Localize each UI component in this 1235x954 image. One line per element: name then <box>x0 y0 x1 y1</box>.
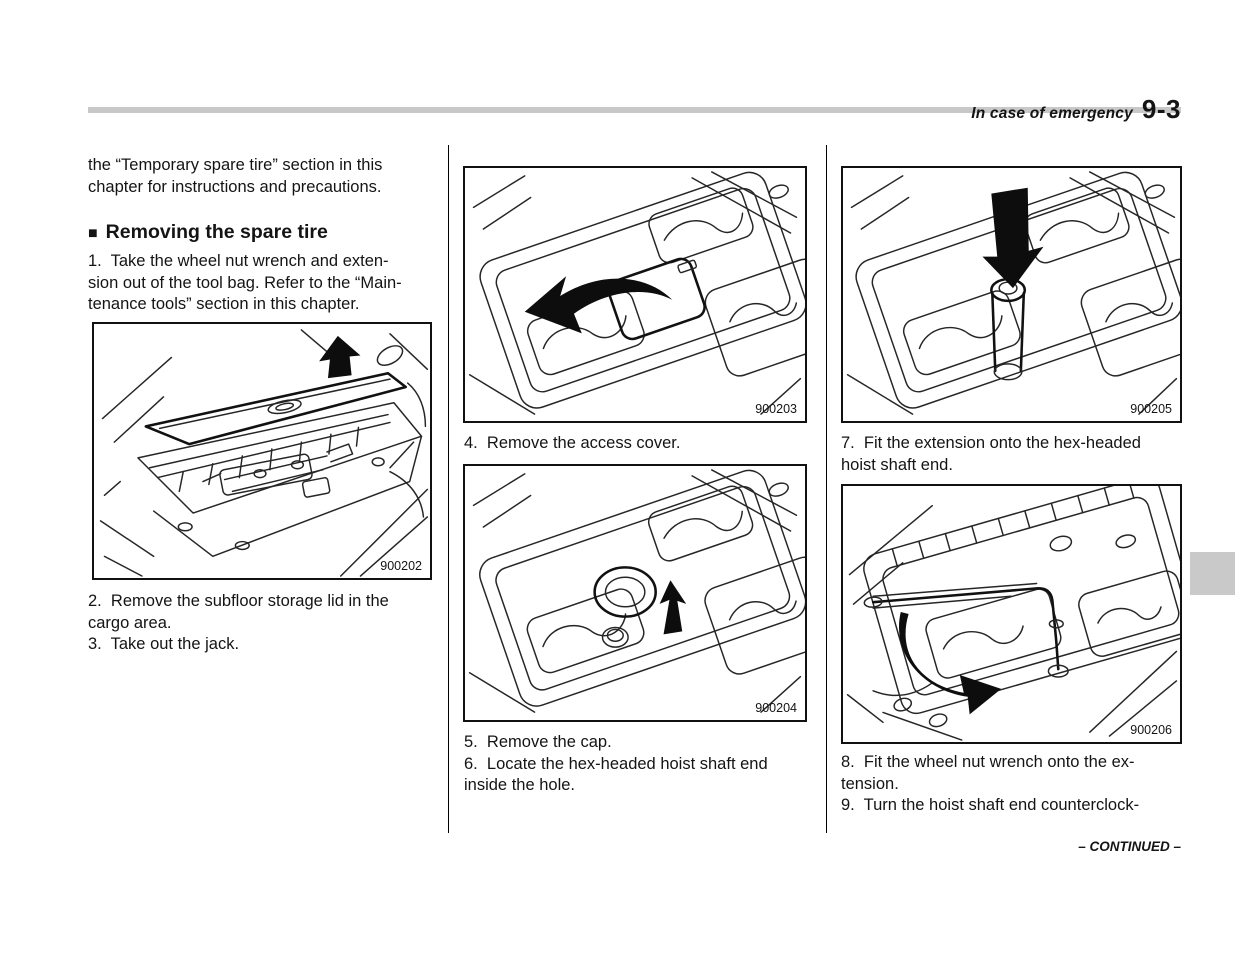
header-rule <box>88 107 1181 113</box>
cap-ring <box>593 566 657 648</box>
chapter-title: In case of emergency <box>971 105 1133 122</box>
figure-caption: 900203 <box>755 402 797 416</box>
figure-900206: 900206 <box>841 484 1182 744</box>
square-bullet-icon: ■ <box>88 224 98 242</box>
subfloor-lid <box>144 371 408 446</box>
steps-2-3-text: 2. Remove the subfloor storage lid in th… <box>88 592 389 653</box>
figure-caption: 900204 <box>755 701 797 715</box>
chapter-thumb-tab <box>1190 552 1235 595</box>
down-arrow-icon <box>982 187 1044 289</box>
access-cover <box>607 257 706 341</box>
wheel-nut-wrench <box>863 582 1069 678</box>
cargo-area-illustration <box>99 329 429 577</box>
foam-tray <box>479 469 805 707</box>
curved-turn-arrow-icon <box>898 612 1002 715</box>
curved-left-arrow-icon <box>524 276 673 334</box>
figure-900202: 900202 <box>92 322 432 580</box>
up-arrow-icon <box>319 335 361 379</box>
car-body-lines <box>99 329 429 577</box>
column-divider-right <box>826 145 827 833</box>
cap-illustration <box>468 469 805 713</box>
tool-tray-illustration <box>468 171 805 415</box>
figure-caption: 900202 <box>380 559 422 573</box>
intro-paragraph: the “Temporary spare tire” section in th… <box>88 156 383 196</box>
figure-900205: 900205 <box>841 166 1182 423</box>
context-lines <box>846 504 1178 741</box>
context-lines <box>468 171 802 415</box>
figure-caption: 900205 <box>1130 402 1172 416</box>
figure-900204: 900204 <box>463 464 807 722</box>
wrench-turn-illustration <box>846 486 1180 741</box>
compartment <box>863 486 1180 715</box>
jack-and-tools <box>202 443 354 498</box>
foam-tray <box>479 171 805 409</box>
step-4-text: 4. Remove the access cover. <box>464 434 681 452</box>
page-header: In case of emergency 9-3 <box>971 94 1181 125</box>
page-number: 9-3 <box>1141 94 1181 124</box>
storage-bin <box>137 402 423 558</box>
steps-5-6-text: 5. Remove the cap. 6. Locate the hex-hea… <box>464 733 768 794</box>
up-arrow-icon <box>659 580 687 635</box>
extension-illustration <box>846 171 1180 415</box>
section-heading: ■ Removing the spare tire <box>88 221 434 244</box>
step-1-text: 1. Take the wheel nut wrench and exten- … <box>88 252 402 313</box>
figure-900203: 900203 <box>463 166 807 423</box>
section-heading-label: Removing the spare tire <box>105 221 328 243</box>
steps-8-9-text: 8. Fit the wheel nut wrench onto the ex-… <box>841 753 1140 814</box>
column-divider-left <box>448 145 449 833</box>
continued-label: – CONTINUED – <box>1078 839 1181 854</box>
step-7-text: 7. Fit the extension onto the hex-headed… <box>841 434 1141 474</box>
context-lines <box>468 469 802 713</box>
figure-caption: 900206 <box>1130 723 1172 737</box>
foam-tray <box>855 171 1180 409</box>
